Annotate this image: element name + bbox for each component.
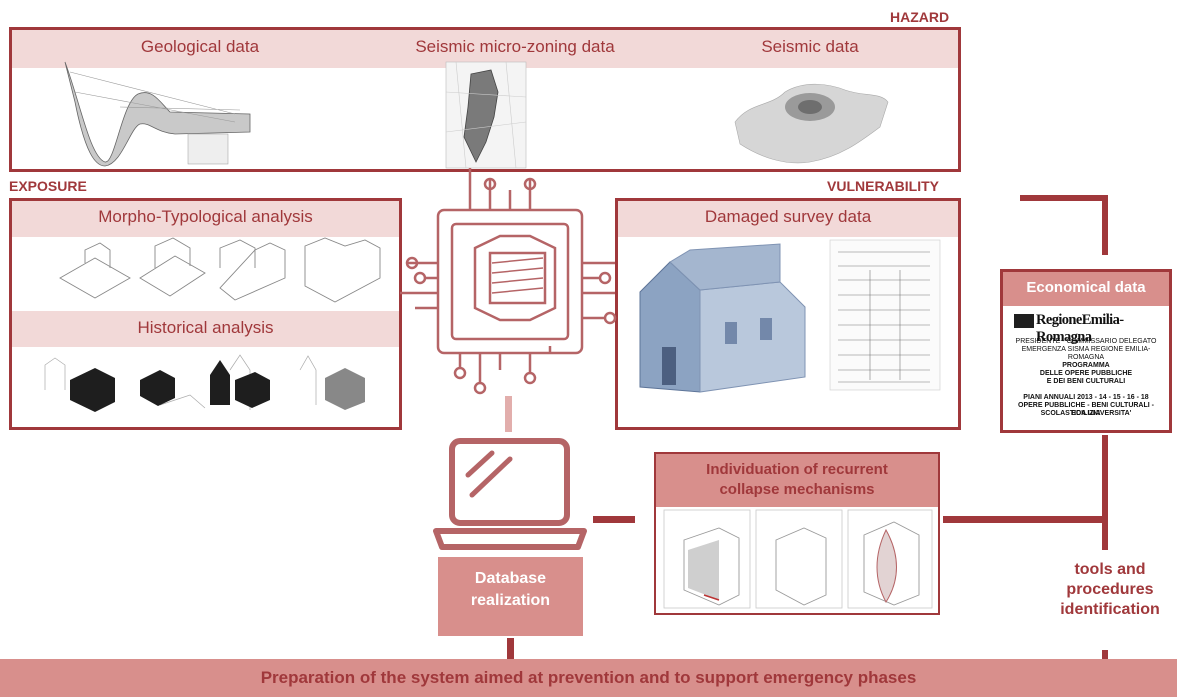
exposure-label: EXPOSURE — [9, 178, 87, 194]
morpho-typology-drawings — [59, 237, 381, 303]
collapse-tools-connector — [943, 516, 1103, 523]
footer-text: Preparation of the system aimed at preve… — [260, 668, 917, 687]
footer-band — [0, 659, 1177, 697]
damaged-band — [618, 201, 958, 237]
microzoning-data-title: Seismic micro-zoning data — [415, 37, 615, 56]
microzoning-map-image — [445, 61, 527, 169]
economical-vertical-connector — [1102, 435, 1108, 660]
historical-analysis-title: Historical analysis — [137, 318, 274, 337]
economical-bracket — [1020, 195, 1108, 255]
database-box — [438, 557, 583, 636]
survey-form-image — [829, 239, 941, 391]
economical-band — [1003, 272, 1169, 306]
economical-doc-line-8: SCOLASTICA UNIVERSITA' — [1040, 410, 1132, 417]
chip-laptop-connector — [505, 396, 512, 432]
economical-doc-line-3: PROGRAMMA — [1062, 362, 1110, 369]
vulnerability-label: VULNERABILITY — [827, 178, 939, 194]
historical-band — [12, 311, 399, 347]
laptop-icon — [433, 438, 587, 550]
region-logo-text: RegioneEmilia-Romagna — [1036, 312, 1124, 345]
database-text-line-1: Database — [474, 570, 547, 587]
economical-frame — [1000, 269, 1172, 433]
historical-drawings — [44, 354, 365, 412]
damaged-survey-title: Damaged survey data — [704, 207, 872, 226]
morpho-band — [12, 201, 399, 237]
economical-doc-line-6: PIANI ANNUALI 2013 - 14 - 15 - 16 - 18 — [1023, 394, 1149, 401]
database-footer-connector — [507, 638, 514, 660]
processor-chip-icon — [400, 168, 617, 395]
collapse-band — [656, 454, 938, 507]
geological-section-image — [64, 61, 251, 167]
region-logo-icon — [1014, 314, 1034, 328]
hazard-label: HAZARD — [890, 9, 950, 25]
economical-doc-line-1: PRESIDENTE - COMMISSARIO DELEGATO — [1015, 338, 1157, 345]
seismic-map-image — [734, 83, 889, 164]
collapse-title-line-1: Individuation of recurrent — [706, 461, 888, 478]
seismic-data-title: Seismic data — [761, 37, 859, 56]
church-rendering — [639, 243, 806, 393]
tools-text-line-1: tools and — [1074, 561, 1146, 578]
economical-doc-line-4: DELLE OPERE PUBBLICHE — [1039, 370, 1133, 377]
collapse-title-line-2: collapse mechanisms — [719, 481, 875, 498]
hazard-band — [12, 30, 958, 68]
economical-doc-line-2: EMERGENZA SISMA REGIONE EMILIA-ROMAGNA — [1021, 346, 1151, 361]
geological-data-title: Geological data — [140, 37, 260, 56]
tools-text-line-3: identification — [1060, 601, 1160, 618]
database-text-line-2: realization — [470, 592, 551, 609]
economical-data-title: Economical data — [1026, 279, 1146, 296]
collapse-mechanism-drawings — [663, 509, 933, 609]
economical-doc-line-7: OPERE PUBBLICHE - BENI CULTURALI - EDILI… — [1018, 402, 1154, 417]
tools-text-line-2: procedures — [1066, 581, 1154, 598]
economical-doc-line-5: E DEI BENI CULTURALI — [1046, 378, 1126, 385]
laptop-collapse-connector — [593, 516, 635, 523]
morpho-typological-title: Morpho-Typological analysis — [98, 207, 313, 226]
